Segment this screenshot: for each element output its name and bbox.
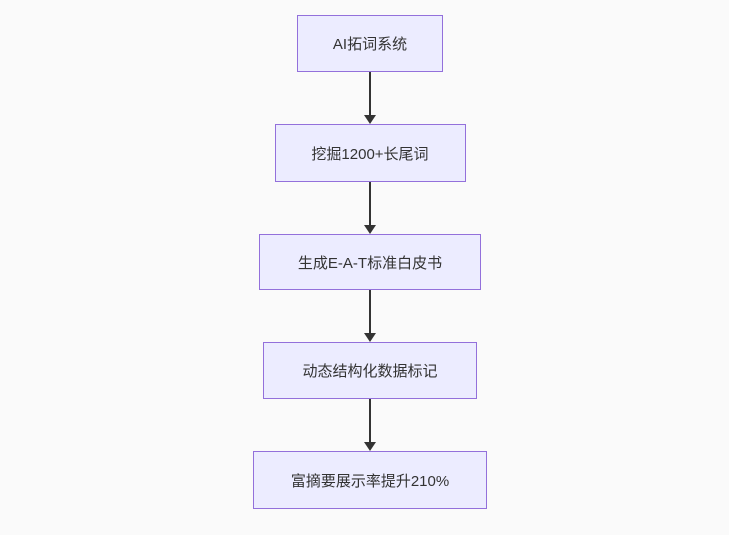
arrow-line bbox=[369, 182, 371, 225]
edge-c-to-d bbox=[364, 290, 376, 342]
edge-d-to-e bbox=[364, 399, 376, 451]
edge-a-to-b bbox=[364, 72, 376, 124]
arrowhead-down-icon bbox=[364, 333, 376, 342]
flow-node-dynamic-structured-data-markup: 动态结构化数据标记 bbox=[263, 342, 477, 399]
node-label: AI拓词系统 bbox=[332, 36, 408, 53]
node-label: 动态结构化数据标记 bbox=[302, 363, 438, 380]
flow-node-generate-eat-whitepaper: 生成E-A-T标准白皮书 bbox=[259, 234, 481, 290]
edge-b-to-c bbox=[364, 182, 376, 234]
arrow-line bbox=[369, 72, 371, 115]
flow-node-mine-longtail-keywords: 挖掘1200+长尾词 bbox=[274, 124, 466, 182]
flow-node-ai-word-expansion-system: AI拓词系统 bbox=[297, 15, 443, 72]
node-label: 富摘要展示率提升210% bbox=[290, 472, 450, 490]
arrowhead-down-icon bbox=[364, 442, 376, 451]
flow-node-rich-snippet-rate-increase: 富摘要展示率提升210% bbox=[253, 451, 487, 509]
arrow-line bbox=[369, 399, 371, 442]
arrowhead-down-icon bbox=[364, 225, 376, 234]
flowchart-column: AI拓词系统 挖掘1200+长尾词 生成E-A-T标准白皮书 动态结构化数据标记 bbox=[253, 15, 487, 509]
arrowhead-down-icon bbox=[364, 115, 376, 124]
node-label: 挖掘1200+长尾词 bbox=[311, 145, 429, 163]
arrow-line bbox=[369, 290, 371, 333]
node-label: 生成E-A-T标准白皮书 bbox=[297, 254, 443, 272]
